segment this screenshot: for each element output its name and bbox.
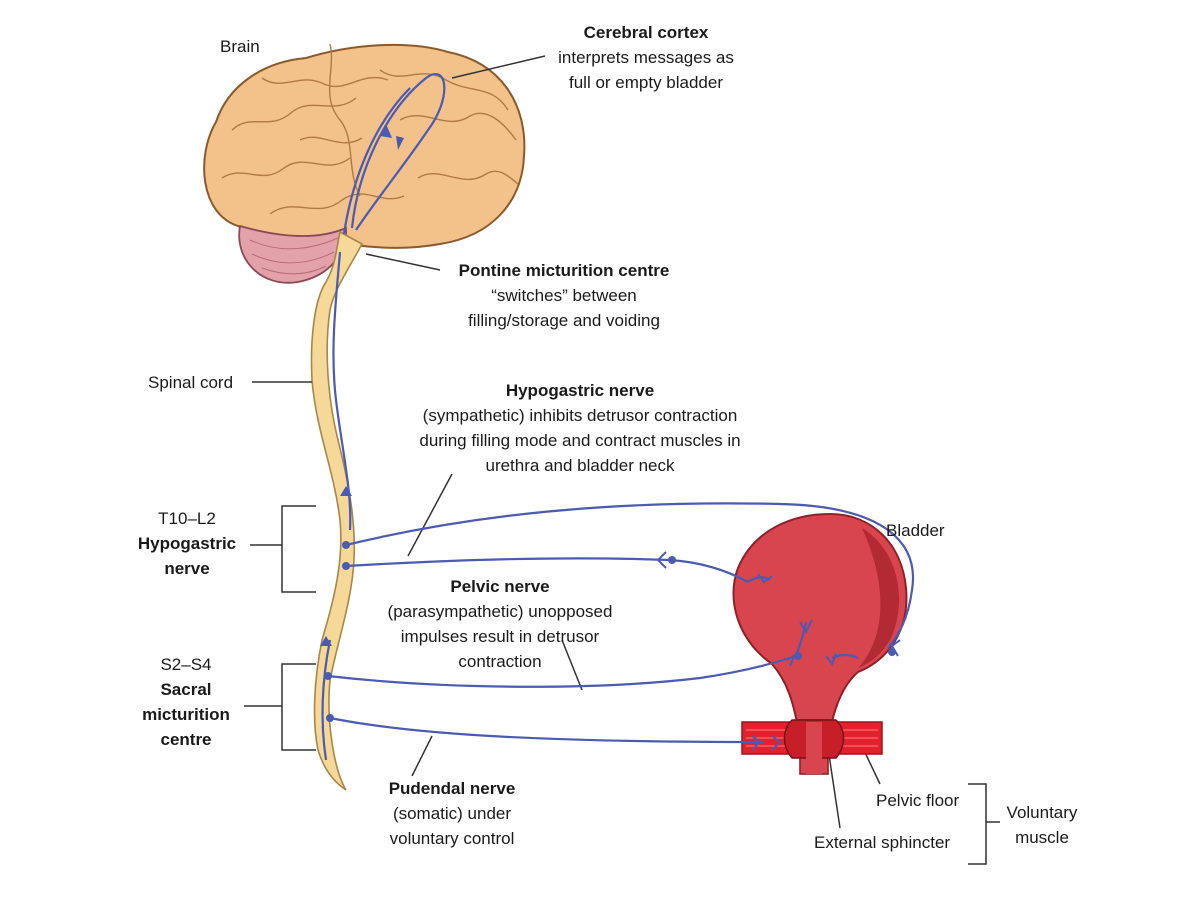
pelvic-nerve-upper: [345, 557, 749, 583]
pudendal-title: Pudendal nerve: [388, 779, 516, 798]
cortex-title: Cerebral cortex: [583, 23, 709, 42]
s2-name-line1: Sacral: [160, 680, 212, 699]
pudendal-line1: (somatic) under: [392, 804, 512, 823]
pathway-arrows: [320, 124, 404, 646]
s2-name-line2: micturition: [142, 705, 230, 724]
t10-level: T10–L2: [158, 509, 216, 528]
voluntary-line2: muscle: [1015, 828, 1069, 847]
s2-level: S2–S4: [160, 655, 212, 674]
pelvic-floor-label: Pelvic floor: [876, 791, 960, 810]
pelvic-title: Pelvic nerve: [450, 577, 550, 596]
nerve-terminals: [656, 551, 901, 751]
pontine-line2: filling/storage and voiding: [468, 311, 660, 330]
pelvic-line1: (parasympathetic) unopposed: [387, 602, 613, 621]
pelvic-line3: contraction: [458, 652, 542, 671]
pontine-line1: “switches” between: [491, 286, 637, 305]
external-sphincter-label: External sphincter: [814, 833, 951, 852]
pelvic-callout: Pelvic nerve (parasympathetic) unopposed…: [368, 574, 632, 674]
hypogastric-line2: during filling mode and contract muscles…: [419, 431, 741, 450]
hypogastric-nerve-path: [345, 502, 915, 649]
bladder-shade: [858, 528, 900, 668]
bladder-label: Bladder: [886, 521, 945, 540]
cortex-callout: Cerebral cortex interprets messages as f…: [546, 20, 746, 95]
t10-label: T10–L2 Hypogastric nerve: [122, 506, 252, 581]
brackets: [244, 505, 1000, 865]
leader-lines: [252, 55, 881, 829]
brain-gyri: [221, 43, 519, 215]
cortex-line2: full or empty bladder: [568, 73, 724, 92]
pelvic-line2: impulses result in detrusor: [400, 627, 600, 646]
spinal-cord: [310, 230, 364, 791]
brain-label: Brain: [220, 37, 260, 56]
hypogastric-line1: (sympathetic) inhibits detrusor contract…: [422, 406, 738, 425]
hypogastric-callout: Hypogastric nerve (sympathetic) inhibits…: [380, 378, 780, 478]
spinal-cord-label: Spinal cord: [148, 373, 234, 392]
voluntary-muscle-label: Voluntary muscle: [1000, 800, 1084, 850]
cortex-line1: interprets messages as: [558, 48, 734, 67]
hypogastric-line3: urethra and bladder neck: [485, 456, 675, 475]
t10-name-line1: Hypogastric: [137, 534, 237, 553]
peripheral-nerves: [327, 502, 915, 744]
pontine-title: Pontine micturition centre: [458, 261, 670, 280]
s2-label: S2–S4 Sacral micturition centre: [130, 652, 242, 752]
t10-name-line2: nerve: [164, 559, 210, 578]
pontine-callout: Pontine micturition centre “switches” be…: [434, 258, 694, 333]
pudendal-callout: Pudendal nerve (somatic) under voluntary…: [362, 776, 542, 851]
brain: [203, 43, 526, 284]
voluntary-line1: Voluntary: [1006, 803, 1078, 822]
bladder-illustration: [732, 512, 908, 775]
cerebellum-folia: [249, 237, 339, 275]
urethra-lumen: [806, 722, 822, 774]
pudendal-line2: voluntary control: [389, 829, 515, 848]
hypogastric-title: Hypogastric nerve: [505, 381, 655, 400]
pudendal-nerve-path: [329, 716, 765, 744]
s2-name-line3: centre: [160, 730, 212, 749]
pelvic-nerve-lower: [327, 654, 797, 688]
